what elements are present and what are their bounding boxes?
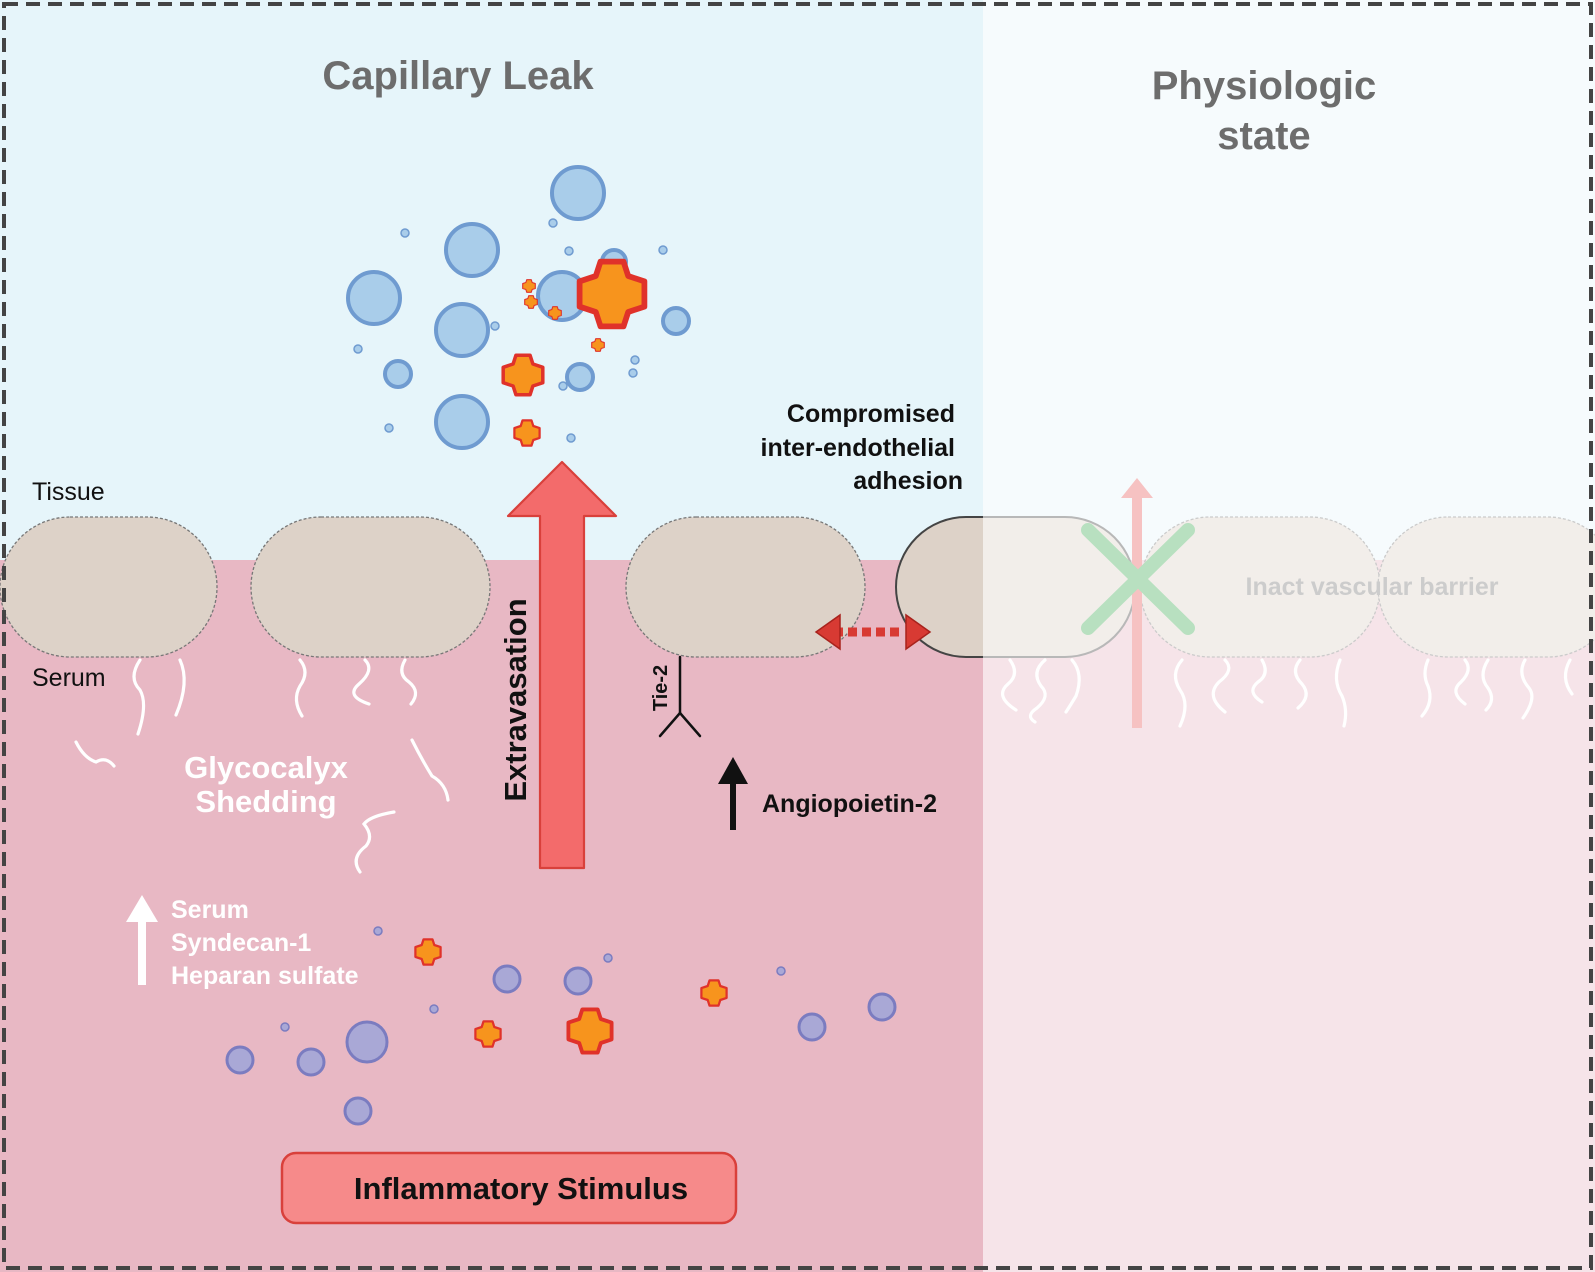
inflammatory-stimulus-label: Inflammatory Stimulus: [354, 1171, 688, 1206]
plasma-protein: [661, 306, 691, 336]
serum-markers-line2: Syndecan-1: [171, 929, 311, 957]
serum-protein: [345, 1020, 389, 1064]
glycocalyx-shedding-line1: Glycocalyx: [184, 750, 348, 785]
endothelial-cell: [250, 516, 491, 658]
serum-protein: [296, 1047, 326, 1077]
plasma-protein: [490, 321, 500, 331]
plasma-protein: [400, 228, 410, 238]
serum-protein: [373, 926, 383, 936]
physiologic-overlay: [983, 0, 1595, 1272]
right-panel-title-line1: Physiologic: [1152, 64, 1377, 108]
plasma-protein: [628, 368, 638, 378]
left-panel-title: Capillary Leak: [322, 54, 594, 98]
serum-protein: [492, 964, 522, 994]
plasma-protein: [383, 359, 413, 389]
inflammatory-stimulus-box: Inflammatory Stimulus: [280, 1151, 738, 1225]
compromised-adhesion-arrow: [814, 613, 932, 651]
plasma-protein: [564, 246, 574, 256]
endothelial-cell: [0, 516, 218, 658]
angiopoietin-label: Angiopoietin-2: [762, 790, 937, 818]
plasma-protein: [558, 381, 568, 391]
serum-label: Serum: [32, 664, 106, 692]
serum-protein: [776, 966, 786, 976]
plasma-protein: [566, 433, 576, 443]
serum-protein: [225, 1045, 255, 1075]
intact-barrier-label: Inact vascular barrier: [1246, 573, 1499, 601]
plasma-protein: [384, 423, 394, 433]
glycocalyx-shedding-line2: Shedding: [195, 784, 336, 819]
serum-protein: [343, 1096, 373, 1126]
serum-protein: [797, 1012, 827, 1042]
plasma-protein: [658, 245, 668, 255]
serum-markers-line1: Serum: [171, 896, 249, 924]
plasma-protein: [444, 222, 500, 278]
tie2-receptor: [658, 655, 702, 738]
tie2-label: Tie-2: [650, 665, 672, 711]
endothelial-cell: [625, 516, 866, 658]
blocked-extravasation: [1081, 478, 1195, 728]
plasma-protein: [353, 344, 363, 354]
angiopoietin-up-arrow: [718, 757, 748, 830]
right-panel-title-line2: state: [1217, 114, 1310, 158]
plasma-protein: [434, 302, 490, 358]
tissue-label: Tissue: [32, 478, 105, 506]
plasma-protein: [346, 270, 402, 326]
serum-markers-line3: Heparan sulfate: [171, 962, 359, 990]
plasma-protein: [565, 362, 595, 392]
compromised-adhesion-line2: inter-endothelial: [761, 434, 955, 462]
extravasation-arrow: [506, 460, 618, 870]
serum-protein: [563, 966, 593, 996]
serum-protein: [603, 953, 613, 963]
plasma-protein: [630, 355, 640, 365]
plasma-protein: [550, 165, 606, 221]
compromised-adhesion-line3: adhesion: [853, 467, 963, 495]
plasma-protein: [548, 218, 558, 228]
serum-markers-up-arrow: [126, 895, 158, 985]
extravasation-label: Extravasation: [498, 598, 533, 801]
plasma-protein: [434, 394, 490, 450]
serum-protein: [429, 1004, 439, 1014]
particles: [225, 165, 897, 1126]
serum-protein: [280, 1022, 290, 1032]
serum-protein: [867, 992, 897, 1022]
compromised-adhesion-line1: Compromised: [787, 400, 955, 428]
